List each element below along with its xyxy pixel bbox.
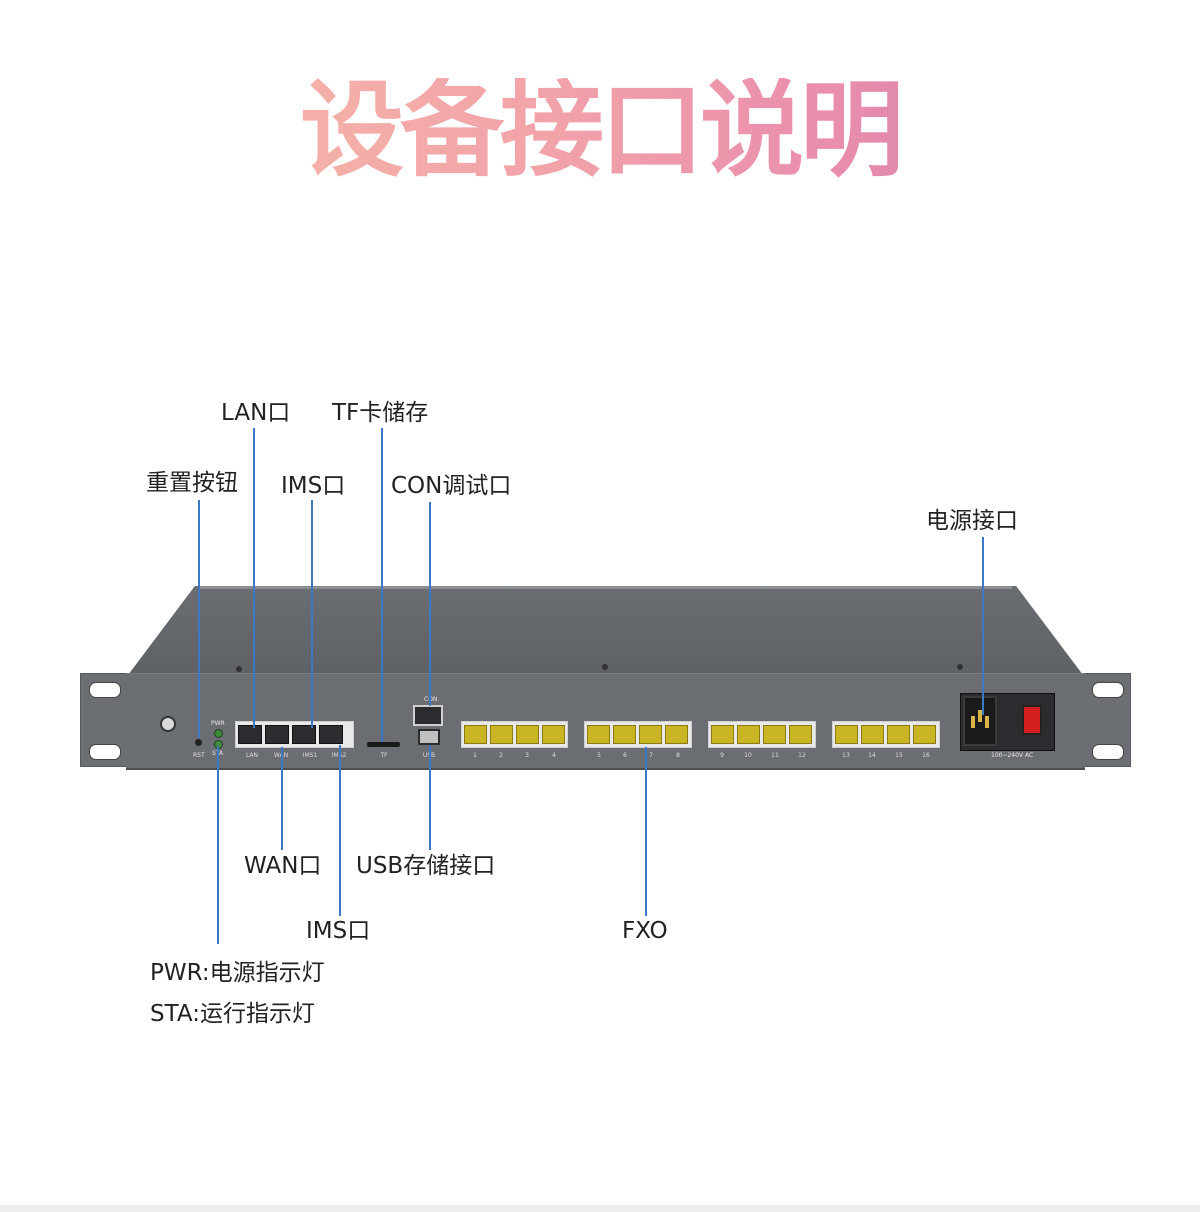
- wan-port: [265, 725, 289, 744]
- con-mark: CON: [424, 696, 438, 703]
- fxo-port-number: 8: [676, 752, 680, 759]
- rack-slot: [1092, 682, 1124, 698]
- fxo-port: [639, 725, 662, 744]
- inlet-pin: [985, 716, 989, 728]
- fxo-port: [464, 725, 487, 744]
- fxo-port-number: 6: [623, 752, 627, 759]
- fxo-port-group-4: [832, 721, 940, 748]
- fxo-port-number: 5: [597, 752, 601, 759]
- power-switch: [1022, 705, 1042, 735]
- leader-power: [982, 537, 984, 715]
- inlet-pin: [971, 716, 975, 728]
- label-tf: TF卡储存: [332, 400, 429, 426]
- leader-tf: [381, 428, 383, 742]
- fxo-port-number: 12: [798, 752, 806, 759]
- lan-mark: LAN: [245, 752, 259, 759]
- fxo-port-number: 10: [744, 752, 752, 759]
- leader-usb: [429, 745, 431, 850]
- screw: [236, 666, 242, 672]
- fxo-port: [789, 725, 812, 744]
- rack-slot: [1092, 744, 1124, 760]
- leader-con: [429, 502, 431, 706]
- fxo-port: [861, 725, 884, 744]
- fxo-port-number: 7: [649, 752, 653, 759]
- leader-lan: [253, 428, 255, 728]
- leader-reset: [198, 500, 200, 738]
- ims1-mark: IMS1: [302, 752, 318, 759]
- pwr-led: [214, 729, 223, 738]
- voltage-mark: 100~240V AC: [991, 752, 1034, 759]
- tf-mark: TF: [380, 752, 388, 759]
- console-port: [413, 705, 443, 726]
- fxo-port: [587, 725, 610, 744]
- leader-ims-top: [311, 500, 313, 728]
- leader-fxo: [645, 747, 647, 916]
- label-ims-top: IMS口: [281, 473, 346, 499]
- fxo-port: [887, 725, 910, 744]
- fxo-port-number: 1: [473, 752, 477, 759]
- fxo-port-number: 3: [525, 752, 529, 759]
- fxo-port-number: 2: [499, 752, 503, 759]
- inlet-pin: [978, 710, 982, 722]
- fxo-port: [490, 725, 513, 744]
- fxo-port-number: 14: [868, 752, 876, 759]
- fxo-port: [763, 725, 786, 744]
- ethernet-port-group: [235, 721, 354, 748]
- label-power: 电源接口: [926, 508, 1018, 534]
- device-chassis-top: [128, 586, 1083, 675]
- page-title: 设备接口说明: [0, 78, 1200, 182]
- fxo-port: [913, 725, 936, 744]
- fxo-port-group-3: [708, 721, 816, 748]
- rst-mark: RST: [193, 752, 205, 759]
- leader-wan: [281, 747, 283, 850]
- rack-ear-right: [1083, 673, 1131, 767]
- label-pwr-led: PWR:电源指示灯: [150, 960, 325, 986]
- fxo-port: [835, 725, 858, 744]
- fxo-port-number: 9: [720, 752, 724, 759]
- fxo-port-group-2: [584, 721, 692, 748]
- fxo-port-number: 13: [842, 752, 850, 759]
- label-usb: USB存储接口: [356, 853, 496, 879]
- fxo-port: [542, 725, 565, 744]
- fxo-port: [737, 725, 760, 744]
- fxo-port: [665, 725, 688, 744]
- label-reset: 重置按钮: [146, 470, 238, 496]
- ims2-mark: IMS2: [327, 753, 351, 759]
- label-sta-led: STA:运行指示灯: [150, 1001, 315, 1027]
- fxo-port-number: 15: [895, 752, 903, 759]
- screw: [957, 664, 963, 670]
- tf-card-slot: [367, 742, 400, 747]
- sta-led: [214, 740, 223, 749]
- fxo-port: [613, 725, 636, 744]
- rack-ear-left: [80, 673, 128, 767]
- label-con: CON调试口: [391, 473, 512, 499]
- fxo-port: [516, 725, 539, 744]
- fxo-port-number: 16: [922, 752, 930, 759]
- fxo-port-number: 11: [771, 752, 779, 759]
- wan-mark: WAN: [269, 753, 293, 759]
- fxo-port-group-1: [461, 721, 568, 748]
- pwr-mark: PWR: [211, 720, 225, 727]
- label-wan: WAN口: [244, 853, 322, 879]
- power-inlet: [963, 696, 997, 746]
- rack-slot: [89, 744, 121, 760]
- fxo-port: [711, 725, 734, 744]
- usb-port: [418, 729, 440, 745]
- leader-ims-bottom: [339, 745, 341, 916]
- ims1-port: [292, 725, 316, 744]
- bottom-divider: [0, 1205, 1200, 1212]
- ims2-port: [319, 725, 343, 744]
- rack-slot: [89, 682, 121, 698]
- label-lan: LAN口: [221, 400, 291, 426]
- leader-led: [217, 746, 219, 944]
- fxo-port-number: 4: [552, 752, 556, 759]
- label-fxo: FXO: [622, 918, 668, 944]
- label-ims-bottom: IMS口: [306, 918, 371, 944]
- lan-port: [238, 725, 262, 744]
- reset-button-hole: [195, 739, 202, 746]
- device-rim: [200, 586, 1012, 589]
- ground-terminal-icon: [160, 716, 176, 732]
- screw: [602, 664, 608, 670]
- usb-mark: USB: [417, 753, 441, 759]
